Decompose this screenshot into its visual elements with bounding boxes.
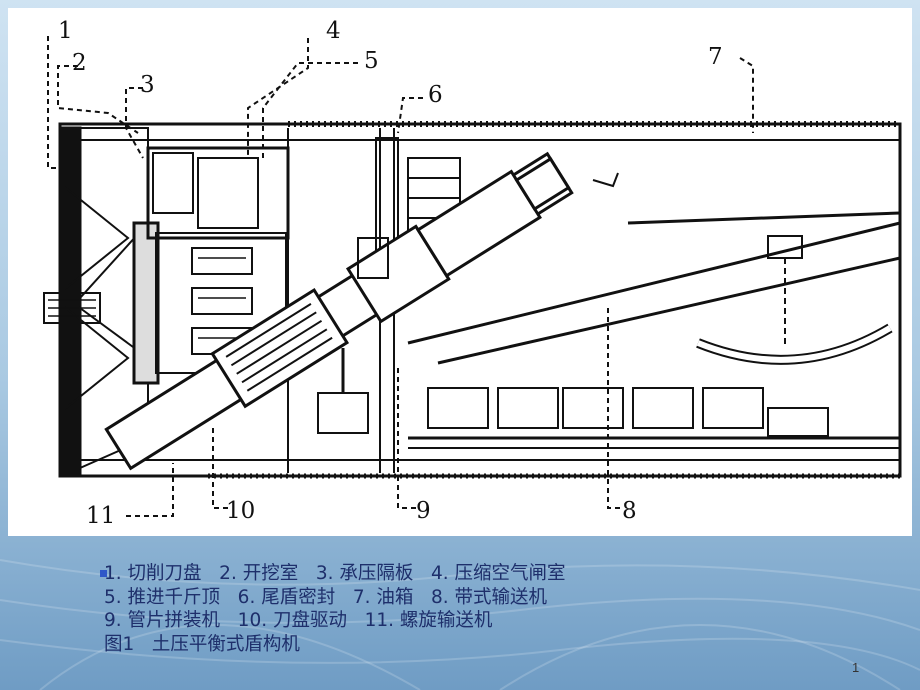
page-number: 1 (852, 660, 860, 675)
callout-1: 1 (58, 18, 73, 44)
callout-7: 7 (708, 44, 723, 70)
caption-line-3: 9. 管片拼装机 10. 刀盘驱动 11. 螺旋输送机 (104, 610, 493, 631)
air-lock (146, 146, 290, 240)
callout-4: 4 (326, 18, 341, 44)
callout-3: 3 (140, 72, 155, 98)
callout-2: 2 (72, 50, 87, 76)
callout-10: 10 (226, 498, 255, 524)
callout-5: 5 (364, 48, 379, 74)
screw-conveyor (104, 151, 574, 471)
caption-bullet (100, 570, 107, 577)
figure-caption: 1. 切削刀盘 2. 开挖室 3. 承压隔板 4. 压缩空气闸室 5. 推进千斤… (104, 562, 824, 656)
shield-machine-diagram: 1 2 3 4 5 6 7 8 9 10 11 (8, 8, 912, 536)
callout-9: 9 (416, 498, 431, 524)
caption-line-1: 1. 切削刀盘 2. 开挖室 3. 承压隔板 4. 压缩空气闸室 (104, 563, 566, 584)
figure-title: 图1 土压平衡式盾构机 (104, 633, 300, 655)
pressure-bulkhead (132, 221, 160, 385)
callout-11: 11 (86, 503, 115, 529)
callout-8: 8 (622, 498, 637, 524)
caption-line-2: 5. 推进千斤顶 6. 尾盾密封 7. 油箱 8. 带式输送机 (104, 586, 548, 608)
callout-6: 6 (428, 82, 443, 108)
